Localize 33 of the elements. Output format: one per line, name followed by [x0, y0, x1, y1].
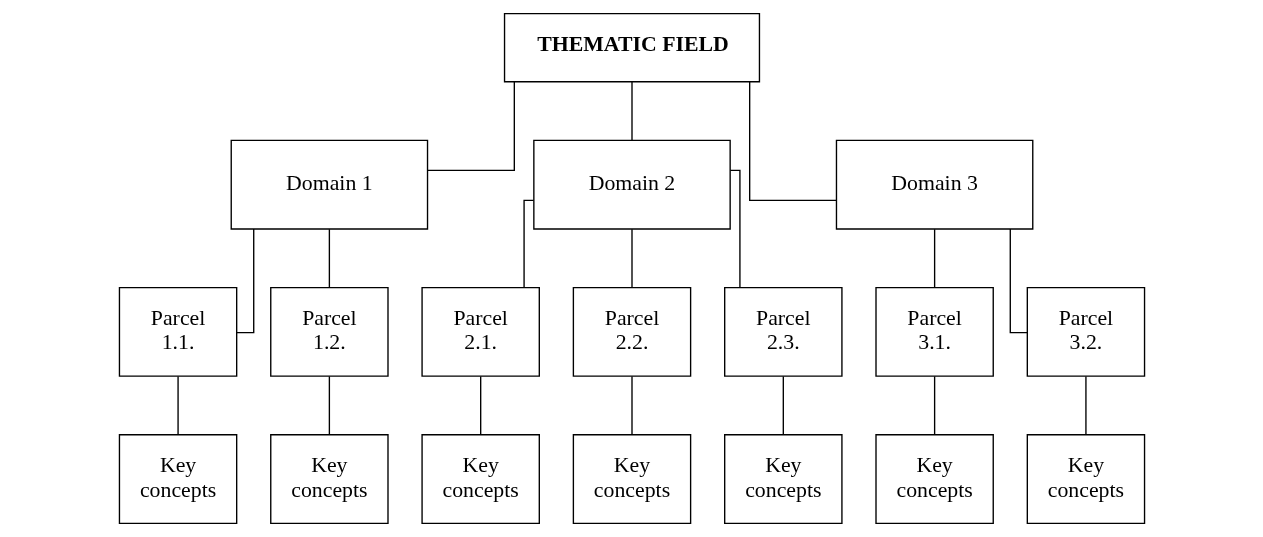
- node-box: Domain 1: [230, 139, 428, 230]
- connector: [479, 375, 481, 436]
- connector: [176, 375, 179, 436]
- connector: [933, 375, 935, 436]
- node-box: Parcel 3.1.: [874, 286, 994, 377]
- node-box: Parcel 2.1.: [420, 286, 540, 377]
- connector: [630, 375, 633, 436]
- connector: [328, 228, 330, 289]
- connector: [729, 169, 741, 288]
- node-box: Key concepts: [572, 434, 691, 525]
- node-box: Domain 2: [532, 139, 731, 230]
- connector: [426, 81, 515, 172]
- node-box: Key concepts: [723, 434, 843, 525]
- node-box: Parcel 1.1.: [118, 286, 237, 377]
- connector: [782, 375, 784, 436]
- node-box: Key concepts: [420, 434, 540, 525]
- connector: [748, 81, 837, 201]
- node-box: Parcel 2.3.: [723, 286, 843, 377]
- connector: [630, 228, 633, 289]
- connector: [522, 199, 534, 289]
- connector: [933, 228, 935, 289]
- node-box: Key concepts: [1026, 434, 1145, 525]
- node-box: Domain 3: [835, 139, 1033, 230]
- node-box: Key concepts: [269, 434, 389, 525]
- node-box: Parcel 1.2.: [269, 286, 389, 377]
- node-box: THEMATIC FIELD: [503, 12, 760, 83]
- node-box: Key concepts: [874, 434, 994, 525]
- node-box: Key concepts: [118, 434, 237, 525]
- connector: [1084, 375, 1087, 436]
- node-box: Parcel 3.2.: [1026, 286, 1145, 377]
- node-box: Parcel 2.2.: [572, 286, 691, 377]
- connector: [630, 81, 633, 141]
- connector: [328, 375, 330, 436]
